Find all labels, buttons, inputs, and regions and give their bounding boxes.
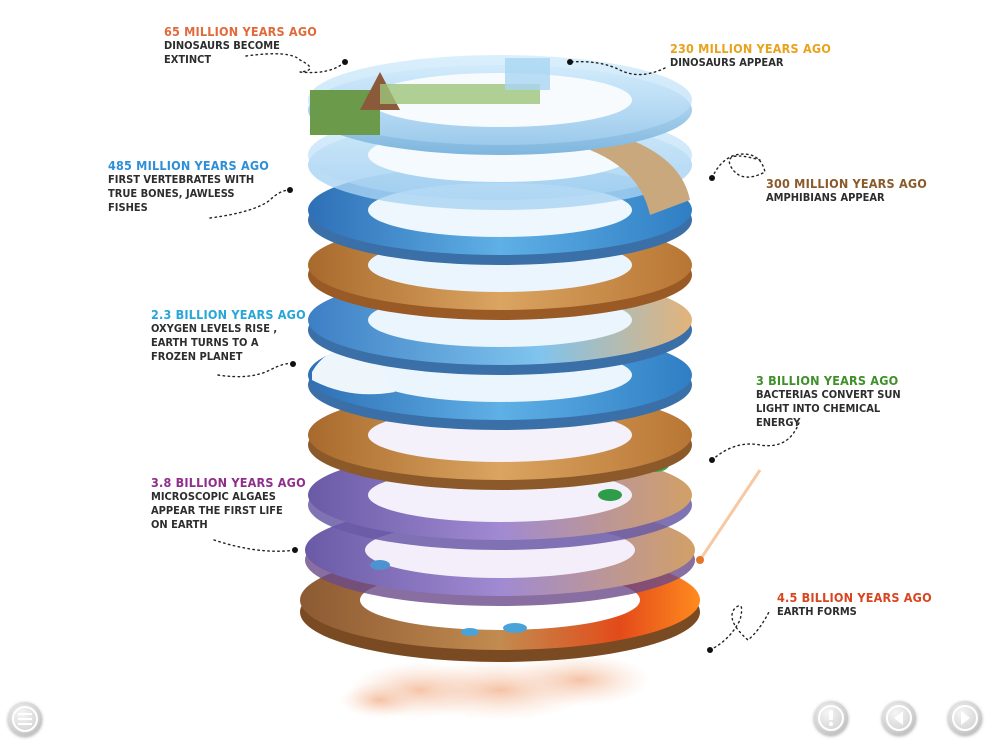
dotted-connectors — [209, 53, 801, 651]
annotation-65-million: 65 MILLION YEARS AGO DINOSAURS BECOME EX… — [164, 24, 317, 67]
annotation-230-million: 230 MILLION YEARS AGO DINOSAURS APPEAR — [670, 41, 831, 70]
annotation-3-8-billion: 3.8 BILLION YEARS AGO MICROSCOPIC ALGAES… — [151, 475, 306, 532]
smoke-trail — [340, 654, 650, 720]
era-description: FIRST VERTEBRATES WITH TRUE BONES, JAWLE… — [108, 173, 255, 214]
era-label: 3.8 BILLION YEARS AGO — [151, 475, 306, 490]
annotation-485-million: 485 MILLION YEARS AGO FIRST VERTEBRATES … — [108, 158, 269, 215]
era-label: 65 MILLION YEARS AGO — [164, 24, 318, 39]
era-description: OXYGEN LEVELS RISE , EARTH TURNS TO A FR… — [151, 322, 278, 363]
next-button[interactable] — [948, 701, 982, 735]
previous-icon — [886, 705, 912, 731]
annotation-300-million: 300 MILLION YEARS AGO AMPHIBIANS APPEAR — [766, 176, 927, 205]
era-label: 4.5 BILLION YEARS AGO — [777, 590, 932, 605]
era-label: 485 MILLION YEARS AGO — [108, 158, 270, 173]
era-description: AMPHIBIANS APPEAR — [766, 191, 885, 204]
era-label: 300 MILLION YEARS AGO — [766, 176, 928, 191]
era-description: DINOSAURS APPEAR — [670, 56, 784, 69]
menu-icon — [12, 706, 38, 732]
annotation-3-billion: 3 BILLION YEARS AGO BACTERIAS CONVERT SU… — [756, 373, 906, 430]
era-description: MICROSCOPIC ALGAES APPEAR THE FIRST LIFE… — [151, 490, 283, 531]
annotation-2-3-billion: 2.3 BILLION YEARS AGO OXYGEN LEVELS RISE… — [151, 307, 306, 364]
meteor-streak — [698, 469, 762, 561]
previous-button[interactable] — [882, 701, 916, 735]
era-description: DINOSAURS BECOME EXTINCT — [164, 39, 280, 66]
era-label: 3 BILLION YEARS AGO — [756, 373, 899, 388]
era-label: 230 MILLION YEARS AGO — [670, 41, 832, 56]
annotation-4-5-billion: 4.5 BILLION YEARS AGO EARTH FORMS — [777, 590, 932, 619]
era-label: 2.3 BILLION YEARS AGO — [151, 307, 306, 322]
era-description: BACTERIAS CONVERT SUN LIGHT INTO CHEMICA… — [756, 388, 901, 429]
spiral-ring-top-landscape — [308, 55, 692, 155]
meteor — [696, 556, 704, 564]
connector-end-dots — [287, 59, 715, 653]
next-icon — [952, 705, 978, 731]
era-description: EARTH FORMS — [777, 605, 857, 618]
menu-button[interactable] — [8, 702, 42, 736]
info-icon — [818, 705, 844, 731]
info-button[interactable] — [814, 701, 848, 735]
